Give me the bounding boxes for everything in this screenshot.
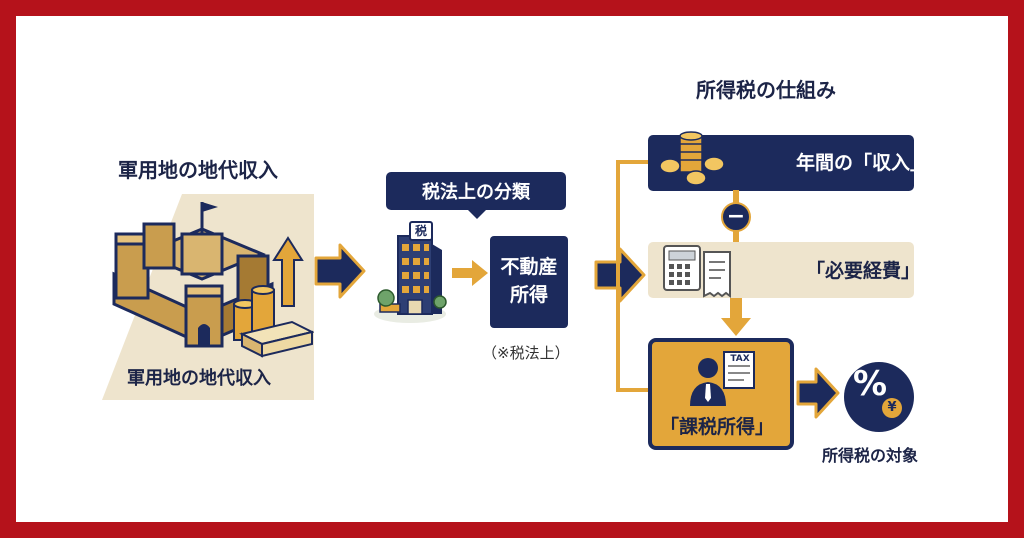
necessary-expenses-label: 「必要経費」 — [806, 260, 921, 282]
annual-income-label: 年間の「収入」 — [796, 152, 930, 174]
tax-building-icon — [374, 221, 447, 323]
small-gold-arrow — [452, 260, 488, 286]
taxpayer-form-icon — [690, 351, 755, 406]
tax-target-label: 所得税の対象 — [822, 446, 919, 465]
yen-coin: ¥ — [882, 398, 902, 418]
bracket-connector — [616, 160, 662, 392]
classification-bubble-text: 税法上の分類 — [422, 182, 530, 203]
building-tax-sign: 税 — [414, 224, 427, 238]
coins-icon — [659, 131, 725, 186]
box-line2: 所得 — [509, 284, 548, 306]
tax-rate-icon — [844, 362, 914, 432]
tax-law-note: （※税法上） — [482, 344, 570, 362]
flow-arrow — [314, 243, 366, 299]
box-line1: 不動産 — [500, 256, 558, 279]
tax-form-text: TAX — [730, 354, 750, 364]
real-estate-income-box: 不動産 所得 — [490, 236, 568, 328]
calculator-receipt-icon — [663, 245, 731, 298]
down-arrow — [721, 298, 751, 336]
classification-bubble: 税法上の分類 — [386, 172, 566, 210]
left-title: 軍用地の地代収入 — [118, 158, 278, 182]
minus-symbol: − — [726, 204, 746, 229]
diagram-canvas: 軍用地の地代収入 軍用地の地代収入 — [16, 16, 1008, 522]
flow-arrow — [796, 367, 840, 419]
taxable-income-label: 「課税所得」 — [660, 416, 775, 438]
right-title: 所得税の仕組み — [696, 78, 836, 102]
left-caption: 軍用地の地代収入 — [127, 368, 271, 389]
percent-symbol: % — [852, 364, 888, 404]
yen-symbol: ¥ — [887, 400, 897, 415]
castle-icon — [112, 202, 314, 358]
bubble-tail — [466, 208, 488, 219]
minus-badge: − — [721, 202, 751, 232]
